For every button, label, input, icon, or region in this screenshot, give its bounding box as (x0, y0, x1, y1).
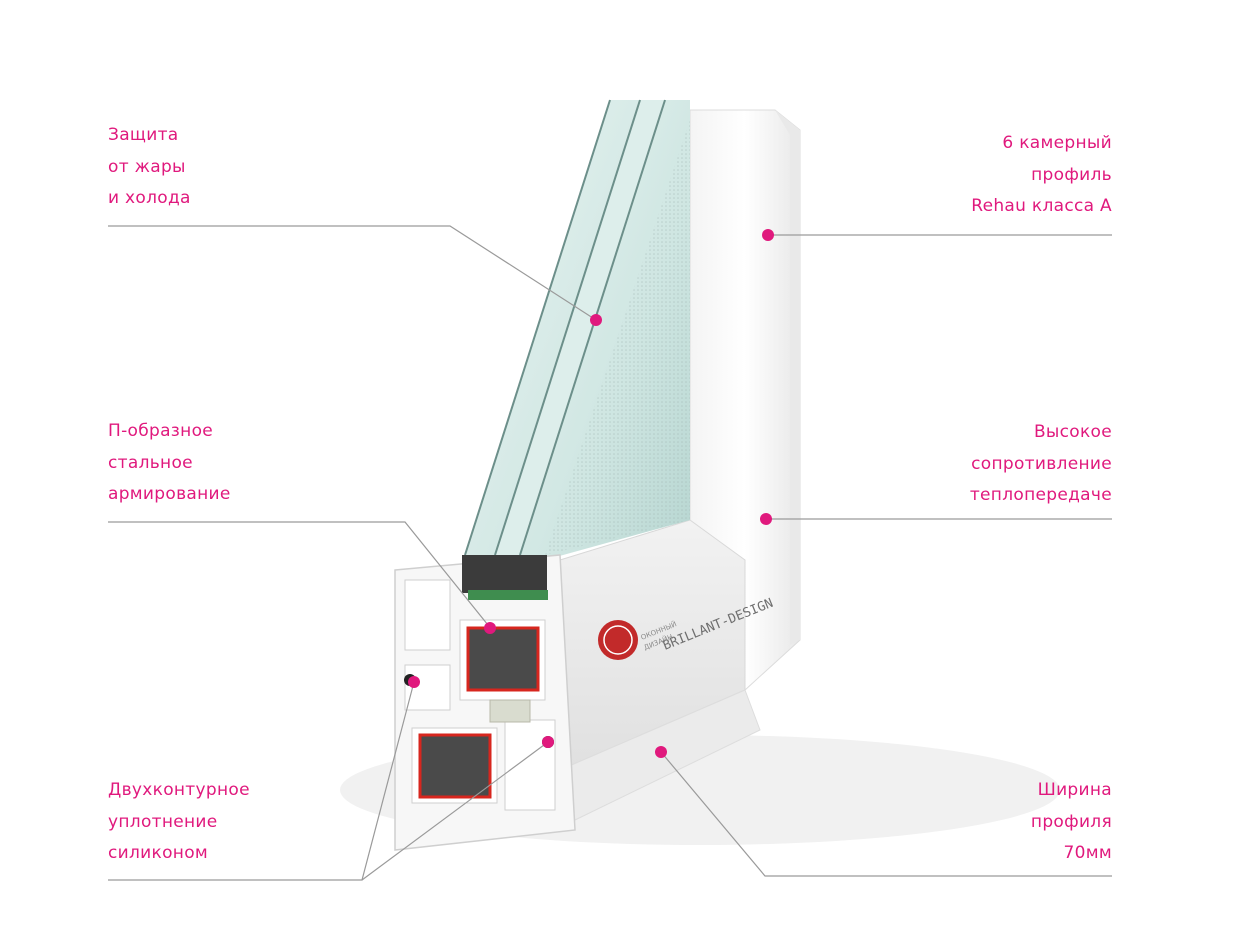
callout-line: Двухконтурное (108, 780, 250, 800)
profile-cross-section (394, 554, 576, 851)
callout-line: стальное (108, 452, 193, 473)
callout-heat-resistance: Высокое сопротивление теплопередаче (970, 417, 1112, 512)
marker-heat-cold (590, 314, 602, 326)
marker-chamber-profile (762, 229, 774, 241)
frame-edge-strip (775, 110, 800, 645)
glass-edge-2 (494, 99, 641, 556)
glass-pane-outer (465, 100, 640, 555)
leader-width (660, 751, 1112, 877)
glass-edge-1 (464, 99, 611, 556)
callout-line: Ширина (1037, 780, 1112, 800)
brand-badge (598, 620, 638, 660)
callout-line: 70мм (1063, 843, 1112, 863)
marker-heat-resistance (760, 513, 772, 525)
callout-line: сопротивление (971, 453, 1112, 474)
callout-heat-cold: Защита от жары и холода (108, 120, 191, 215)
callout-profile-width: Ширина профиля 70мм (1031, 775, 1112, 870)
leader-lines (108, 225, 1112, 881)
callout-line: Защита (108, 125, 179, 145)
glass-edge-3 (519, 99, 666, 556)
marker-width (655, 746, 667, 758)
callout-line: 6 камерный (1002, 133, 1112, 153)
callout-line: силиконом (108, 843, 209, 863)
callout-line: теплопередаче (969, 485, 1112, 505)
callout-line: профиля (1030, 811, 1112, 832)
callout-line: уплотнение (108, 811, 218, 832)
callout-chamber-profile: 6 камерный профиль Rehau класса А (971, 128, 1112, 223)
markers (408, 229, 774, 758)
marker-steel (484, 622, 496, 634)
callout-double-seal: Двухконтурное уплотнение силиконом (108, 775, 250, 870)
glass-pane-middle (495, 100, 665, 555)
callout-steel-reinforcement: П-образное стальное армирование (108, 416, 231, 511)
marker-seal-a (408, 676, 420, 688)
callout-line: от жары (108, 156, 186, 177)
marker-seal-b (542, 736, 554, 748)
callout-line: профиль (1031, 164, 1112, 185)
callout-line: армирование (108, 484, 231, 504)
leader-steel (108, 521, 493, 631)
leader-heat-cold (108, 225, 597, 321)
callout-line: и холода (108, 188, 191, 208)
leader-seal-b (361, 741, 549, 881)
callout-line: Rehau класса А (971, 196, 1112, 216)
glass-dotted-frame (545, 120, 690, 555)
callout-line: П-образное (108, 421, 214, 441)
callout-line: Высокое (1033, 422, 1112, 442)
